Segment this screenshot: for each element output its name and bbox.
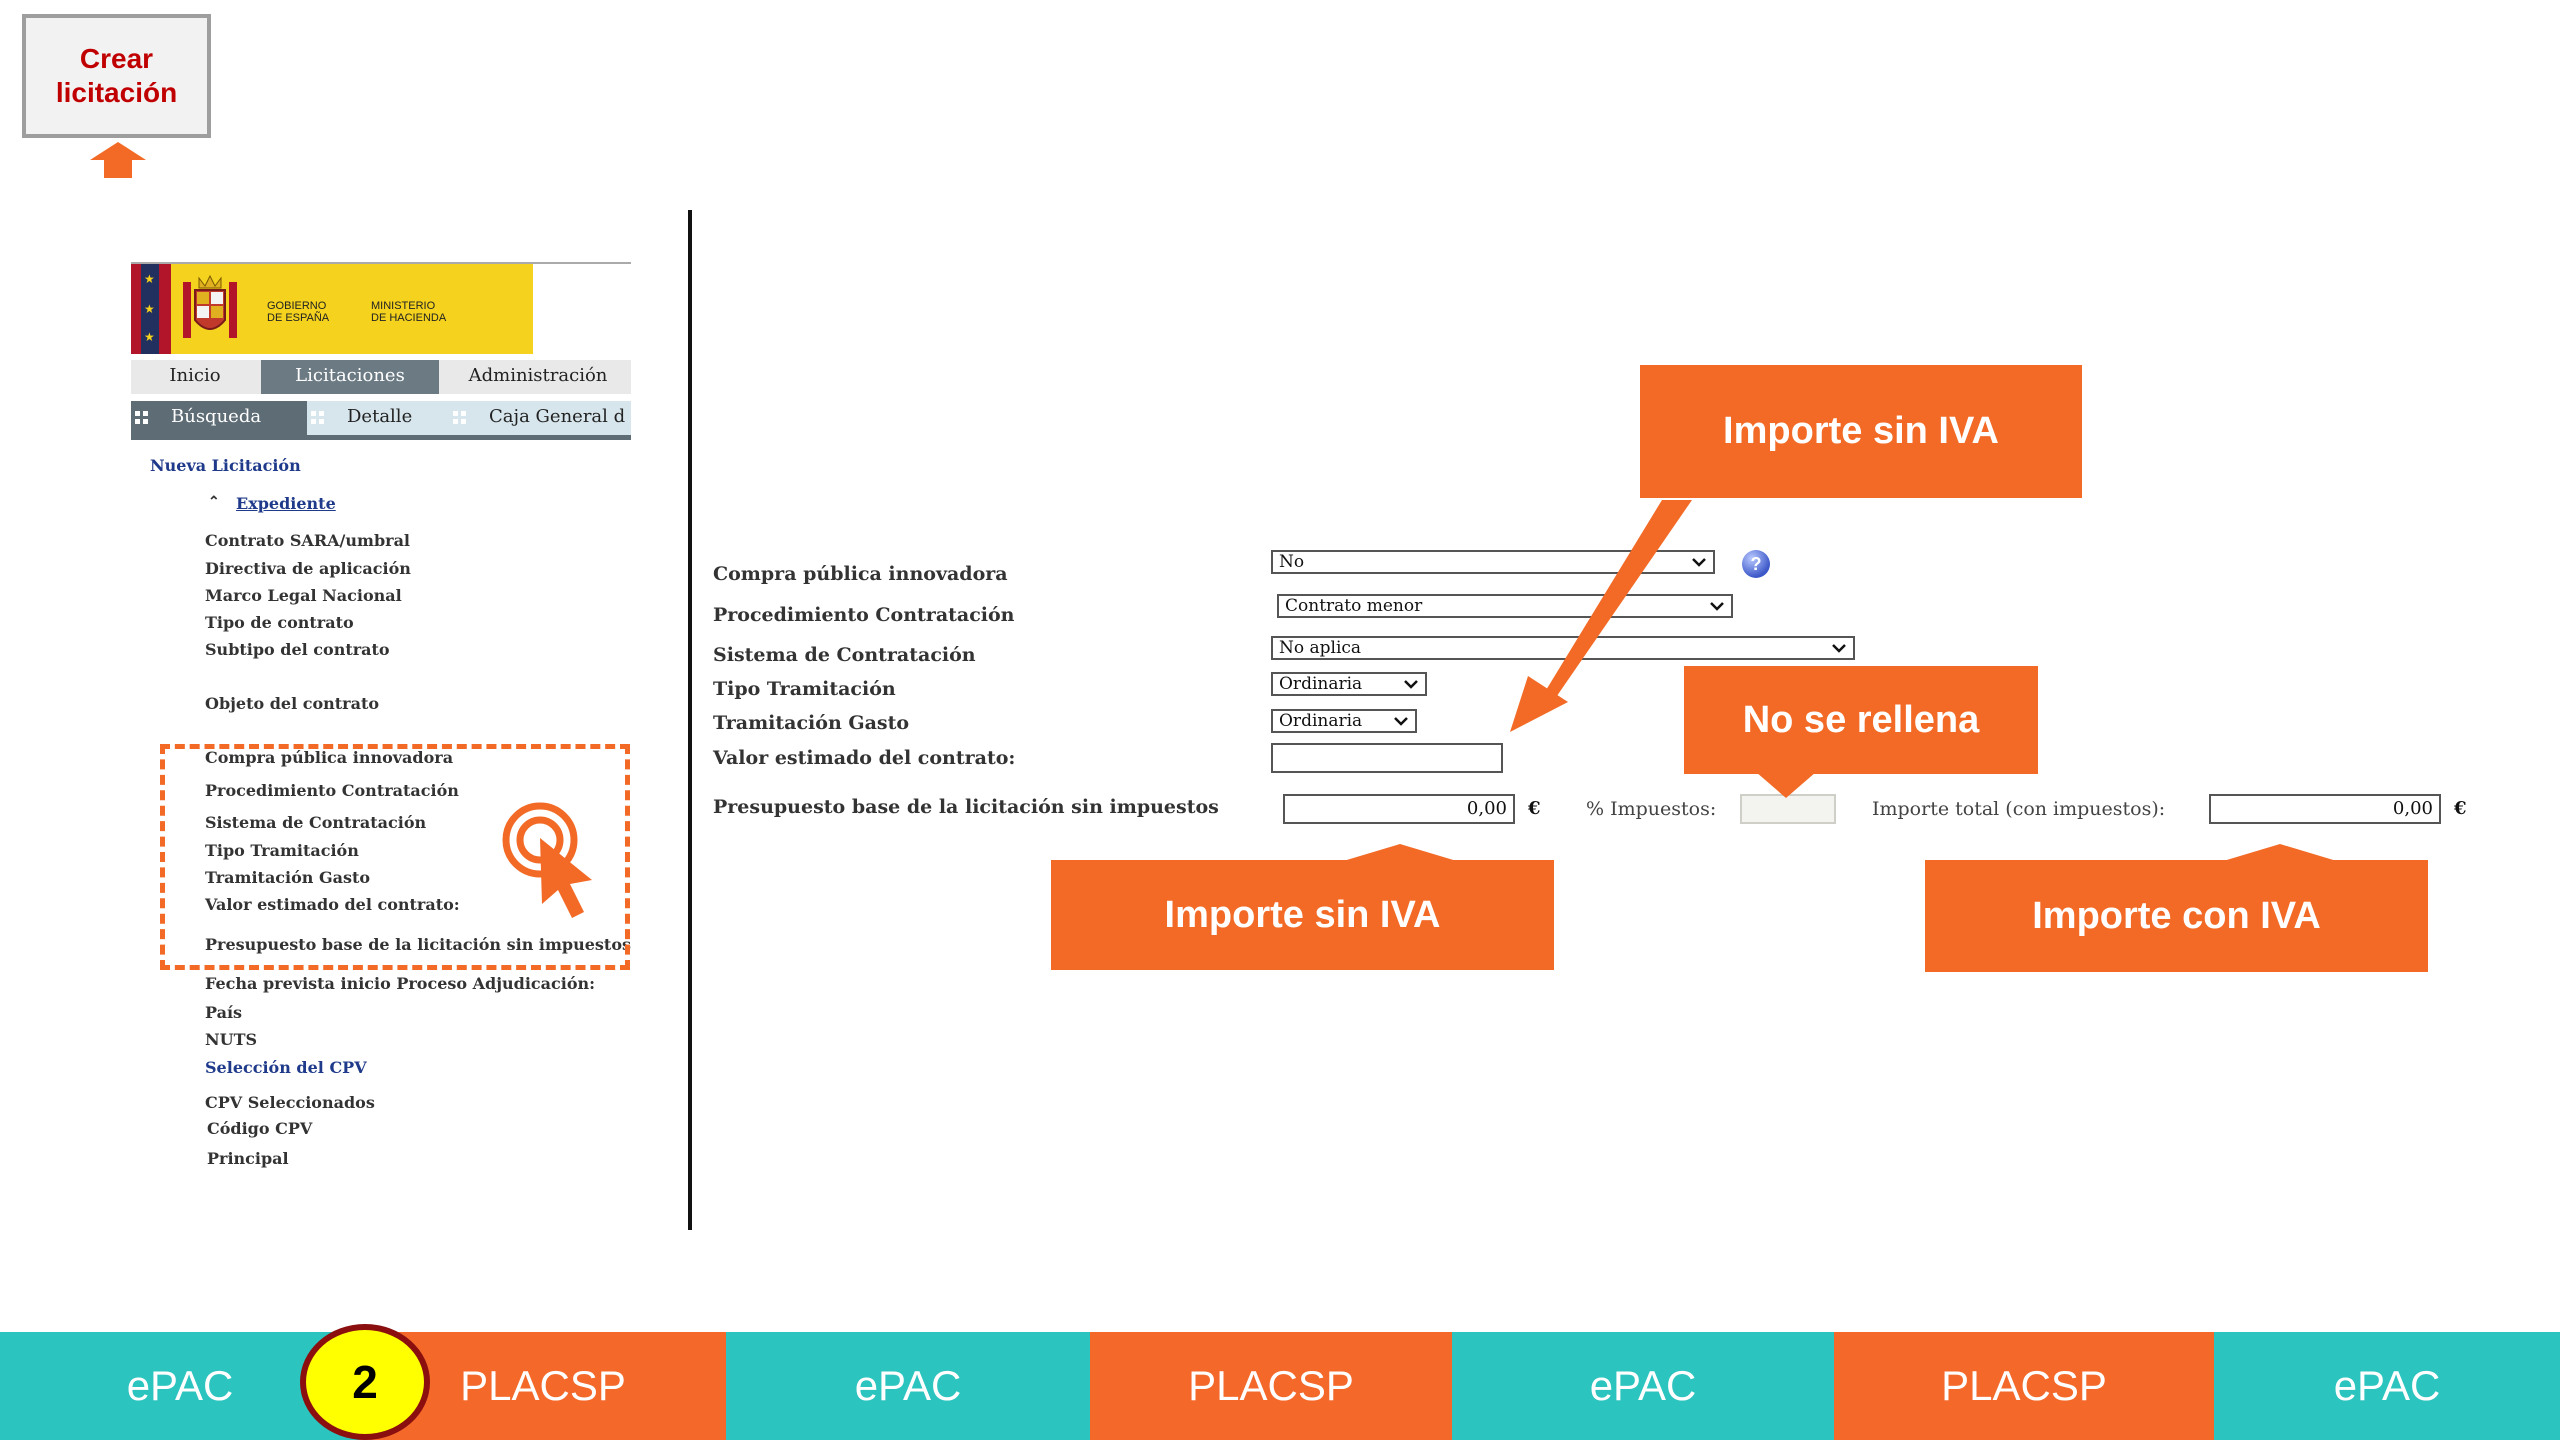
sidebar-item[interactable]: Principal — [207, 1149, 289, 1168]
click-cursor-icon — [502, 802, 592, 918]
process-bar: ePAC PLACSP ePAC PLACSP ePAC PLACSP ePAC — [0, 1332, 2560, 1440]
highlight-box — [160, 744, 630, 970]
subnav-busqueda-label: Búsqueda — [171, 406, 262, 427]
sidebar-item[interactable]: Sistema de Contratación — [205, 813, 427, 832]
sidebar-item[interactable]: Directiva de aplicación — [205, 559, 411, 578]
nav-inicio[interactable]: Inicio — [169, 365, 221, 386]
segment-epac[interactable]: ePAC — [2214, 1332, 2560, 1440]
subnav-detalle-label: Detalle — [347, 406, 413, 427]
sidebar-item-cpv[interactable]: Selección del CPV — [205, 1058, 367, 1077]
compra-label: Compra pública innovadora — [713, 563, 1008, 585]
nav-licitaciones[interactable]: Licitaciones — [261, 360, 439, 394]
callout-tail — [2220, 844, 2340, 862]
sidebar-item[interactable]: País — [205, 1003, 243, 1022]
gobierno-text: GOBIERNO DE ESPAÑA — [267, 300, 330, 324]
importe-total-label: Importe total (con impuestos): — [1872, 798, 2166, 820]
main-nav: Inicio Licitaciones Administración — [131, 360, 631, 394]
sidebar-item[interactable]: Compra pública innovadora — [205, 748, 454, 767]
ministerio-text: MINISTERIO DE HACIENDA — [371, 300, 447, 324]
segment-placsp[interactable]: PLACSP — [1090, 1332, 1452, 1440]
subnav-busqueda[interactable]: Búsqueda — [131, 401, 307, 435]
impuestos-input[interactable] — [1740, 794, 1836, 824]
importe-total-input[interactable]: 0,00 — [2209, 794, 2441, 824]
sidebar-title: Nueva Licitación — [150, 456, 301, 475]
tramitacion-gasto-select[interactable]: Ordinaria — [1271, 709, 1417, 733]
chevron-down-icon — [1404, 680, 1418, 689]
sistema-label: Sistema de Contratación — [713, 644, 976, 666]
coat-of-arms-icon — [183, 274, 237, 338]
tramitacion-gasto-value: Ordinaria — [1279, 711, 1363, 731]
callout-importe-con-iva: Importe con IVA — [1925, 860, 2428, 972]
valor-estimado-input[interactable] — [1271, 743, 1503, 773]
divider — [688, 210, 692, 1230]
segment-placsp[interactable]: PLACSP — [1834, 1332, 2214, 1440]
callout-importe-sin-iva-top: Importe sin IVA — [1640, 365, 2082, 498]
sidebar-item[interactable]: Fecha prevista inicio Proceso Adjudicaci… — [205, 974, 596, 993]
sidebar-item[interactable]: Objeto del contrato — [205, 694, 380, 713]
sidebar-item[interactable]: Presupuesto base de la licitación sin im… — [205, 935, 631, 954]
sidebar-expediente-link[interactable]: Expediente — [236, 494, 336, 513]
gov-header: ★ ★ ★ GOBIERNO DE ESPAÑA MINISTERIO DE H… — [131, 262, 631, 354]
procedimiento-select-value: Contrato menor — [1285, 596, 1423, 616]
subnav-caja-label: Caja General d — [489, 406, 626, 427]
sidebar-item[interactable]: Código CPV — [207, 1119, 313, 1138]
callout-pointer-arrow — [1510, 500, 1692, 732]
chevron-down-icon — [1832, 644, 1846, 653]
up-arrow-icon — [90, 142, 146, 178]
callout-tail — [1340, 844, 1460, 862]
valor-estimado-label: Valor estimado del contrato: — [713, 747, 1016, 769]
sidebar-item[interactable]: Subtipo del contrato — [205, 640, 390, 659]
chevron-down-icon — [1710, 602, 1724, 611]
sub-nav: Búsqueda Detalle Caja General d — [131, 401, 631, 435]
presupuesto-input[interactable]: 0,00 — [1283, 794, 1515, 824]
sidebar-item[interactable]: Tipo Tramitación — [205, 841, 359, 860]
chevron-up-icon[interactable]: ⌃ — [208, 494, 220, 510]
subnav-underline — [131, 435, 631, 440]
subnav-detalle[interactable]: Detalle — [307, 401, 447, 435]
sidebar-item[interactable]: CPV Seleccionados — [205, 1093, 375, 1112]
crear-licitacion-label: Crear licitación — [55, 43, 178, 108]
sidebar-item[interactable]: Contrato SARA/umbral — [205, 531, 411, 550]
sidebar-item[interactable]: Tramitación Gasto — [205, 868, 371, 887]
compra-select-value: No — [1279, 552, 1305, 572]
sistema-select[interactable]: No aplica — [1271, 636, 1855, 660]
sidebar-item[interactable]: Valor estimado del contrato: — [205, 895, 460, 914]
impuestos-label: % Impuestos: — [1586, 798, 1717, 820]
tipo-tramitacion-select[interactable]: Ordinaria — [1271, 672, 1427, 696]
crear-licitacion-button[interactable]: Crear licitación — [22, 14, 211, 138]
sidebar-item[interactable]: Procedimiento Contratación — [205, 781, 459, 800]
help-icon[interactable]: ? — [1742, 550, 1770, 578]
currency-symbol: € — [1528, 798, 1541, 819]
callout-no-se-rellena: No se rellena — [1684, 666, 2038, 774]
sidebar-item[interactable]: Marco Legal Nacional — [205, 586, 402, 605]
tipo-tramitacion-label: Tipo Tramitación — [713, 678, 896, 700]
sistema-select-value: No aplica — [1279, 638, 1362, 658]
grip-icon — [135, 411, 149, 425]
sidebar-item[interactable]: NUTS — [205, 1030, 258, 1049]
step-badge: 2 — [300, 1324, 430, 1440]
nav-administracion[interactable]: Administración — [468, 365, 608, 386]
tipo-tramitacion-value: Ordinaria — [1279, 674, 1363, 694]
tramitacion-gasto-label: Tramitación Gasto — [713, 712, 910, 734]
chevron-down-icon — [1394, 717, 1408, 726]
callout-importe-sin-iva-bottom: Importe sin IVA — [1051, 860, 1554, 970]
presupuesto-label: Presupuesto base de la licitación sin im… — [713, 796, 1219, 818]
currency-symbol: € — [2454, 798, 2467, 819]
segment-epac[interactable]: ePAC — [726, 1332, 1090, 1440]
eu-flag-icon: ★ ★ ★ — [131, 264, 171, 354]
subnav-caja-general[interactable]: Caja General d — [449, 401, 631, 435]
segment-epac[interactable]: ePAC — [1452, 1332, 1834, 1440]
procedimiento-label: Procedimiento Contratación — [713, 604, 1015, 626]
procedimiento-select[interactable]: Contrato menor — [1277, 594, 1733, 618]
grip-icon — [453, 411, 467, 425]
sidebar-item[interactable]: Tipo de contrato — [205, 613, 354, 632]
chevron-down-icon — [1692, 558, 1706, 567]
callout-tail — [1756, 772, 1816, 798]
grip-icon — [311, 411, 325, 425]
